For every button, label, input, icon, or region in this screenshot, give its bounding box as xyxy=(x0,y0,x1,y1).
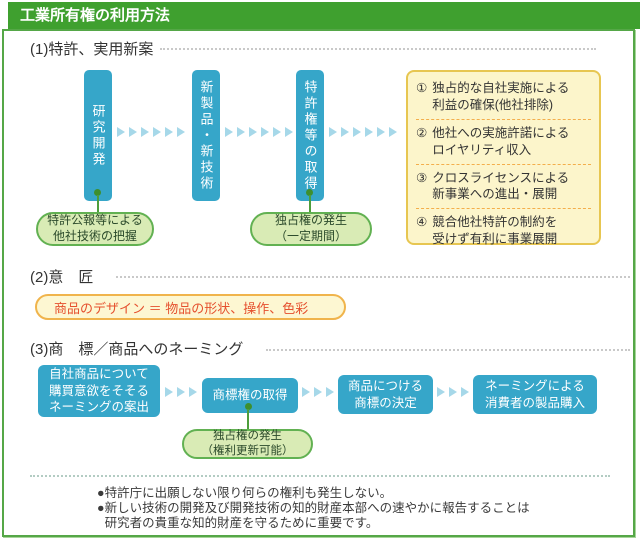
arrow-right-icon xyxy=(177,127,185,137)
connector-dot-icon xyxy=(94,189,101,196)
connector-dot-icon xyxy=(245,403,252,410)
arrow-right-icon xyxy=(153,127,161,137)
footnote-item: ● 新しい技術の開発及び開発技術の知的財産本部への速やかに報告することは 研究者… xyxy=(97,501,530,531)
bullet-icon: ● xyxy=(97,501,105,515)
connector-dot-icon xyxy=(306,189,313,196)
connector-line xyxy=(309,195,311,212)
bullet-icon: ● xyxy=(97,486,105,500)
arrow-right-icon xyxy=(141,127,149,137)
benefit-text: 他社への実施許諾による ロイヤリティ収入 xyxy=(432,125,570,157)
section1-heading: (1)特許、実用新案 xyxy=(30,41,154,58)
arrow-right-icon xyxy=(165,387,173,397)
step-box-naming-idea: 自社商品について 購買意欲をそそる ネーミングの案出 xyxy=(38,365,160,417)
benefit-item: ① 独占的な自社実施による 利益の確保(他社排除) xyxy=(416,75,591,120)
section3-dotted-rule xyxy=(266,349,630,351)
stage-box-research: 研究開発 xyxy=(84,70,112,201)
section2-heading: (2)意 匠 xyxy=(30,269,94,286)
connector-line xyxy=(247,409,249,429)
arrow-right-icon xyxy=(261,127,269,137)
patent-benefits-box: ① 独占的な自社実施による 利益の確保(他社排除) ② 他社への実施許諾による … xyxy=(406,70,601,246)
arrow-right-icon xyxy=(177,387,185,397)
arrow-right-icon xyxy=(353,127,361,137)
arrow-right-icon xyxy=(273,127,281,137)
arrow-right-icon xyxy=(437,387,445,397)
arrow-right-icon xyxy=(314,387,322,397)
flow-arrows xyxy=(117,127,185,137)
connector-line xyxy=(97,195,99,212)
footnote-item: ● 特許庁に出願しない限り何らの権利も発生しない。 xyxy=(97,486,530,501)
step-box-trademark-decision: 商品につける 商標の決定 xyxy=(338,375,433,414)
callout-trademark-pill: 独占権の発生 （権利更新可能） xyxy=(182,429,313,459)
section2-dotted-rule xyxy=(116,276,630,278)
benefit-text: 独占的な自社実施による 利益の確保(他社排除) xyxy=(432,81,570,112)
arrow-right-icon xyxy=(285,127,293,137)
section1-dotted-rule xyxy=(160,48,596,50)
arrow-right-icon xyxy=(129,127,137,137)
arrow-right-icon xyxy=(302,387,310,397)
arrow-right-icon xyxy=(189,387,197,397)
bottom-dotted-separator xyxy=(30,475,610,477)
benefit-number: ① xyxy=(416,81,428,95)
callout-research-pill: 特許公報等による 他社技術の把握 xyxy=(36,212,154,246)
flow-arrows xyxy=(165,387,197,397)
footnote-text: 新しい技術の開発及び開発技術の知的財産本部への速やかに報告することは 研究者の貴… xyxy=(104,501,530,530)
benefit-item: ③ クロスライセンスによる 新事業への進出・展開 xyxy=(416,165,591,210)
arrow-right-icon xyxy=(249,127,257,137)
benefit-number: ③ xyxy=(416,170,428,185)
design-definition-box: 商品のデザイン ＝ 物品の形状、操作、色彩 xyxy=(35,294,346,320)
benefit-text: 競合他社特許の制約を 受けず有利に事業展開 xyxy=(432,215,558,247)
callout-patent-pill: 独占権の発生 （一定期間） xyxy=(250,212,372,246)
flow-arrows xyxy=(302,387,334,397)
stage-box-patent-acquisition: 特許権等の取得 xyxy=(296,70,324,201)
benefit-number: ④ xyxy=(416,215,428,230)
arrow-right-icon xyxy=(165,127,173,137)
content-frame xyxy=(2,29,635,537)
arrow-right-icon xyxy=(365,127,373,137)
arrow-right-icon xyxy=(377,127,385,137)
arrow-right-icon xyxy=(341,127,349,137)
arrow-right-icon xyxy=(389,127,397,137)
flow-arrows xyxy=(329,127,397,137)
arrow-right-icon xyxy=(117,127,125,137)
page-title: 工業所有権の利用方法 xyxy=(8,2,640,29)
arrow-right-icon xyxy=(461,387,469,397)
flow-arrows xyxy=(437,387,469,397)
benefit-item: ② 他社への実施許諾による ロイヤリティ収入 xyxy=(416,120,591,165)
arrow-right-icon xyxy=(449,387,457,397)
step-box-consumer-purchase: ネーミングによる 消費者の製品購入 xyxy=(473,375,597,414)
benefit-item: ④ 競合他社特許の制約を 受けず有利に事業展開 xyxy=(416,209,591,253)
footnote-text: 特許庁に出願しない限り何らの権利も発生しない。 xyxy=(104,486,393,500)
stage-box-new-product: 新製品・新技術 xyxy=(192,70,220,201)
footnotes: ● 特許庁に出願しない限り何らの権利も発生しない。 ● 新しい技術の開発及び開発… xyxy=(97,486,530,531)
arrow-right-icon xyxy=(326,387,334,397)
flow-arrows xyxy=(225,127,293,137)
arrow-right-icon xyxy=(237,127,245,137)
arrow-right-icon xyxy=(225,127,233,137)
arrow-right-icon xyxy=(329,127,337,137)
benefit-text: クロスライセンスによる 新事業への進出・展開 xyxy=(432,170,570,202)
benefit-number: ② xyxy=(416,125,428,140)
section3-heading: (3)商 標／商品へのネーミング xyxy=(30,341,244,358)
